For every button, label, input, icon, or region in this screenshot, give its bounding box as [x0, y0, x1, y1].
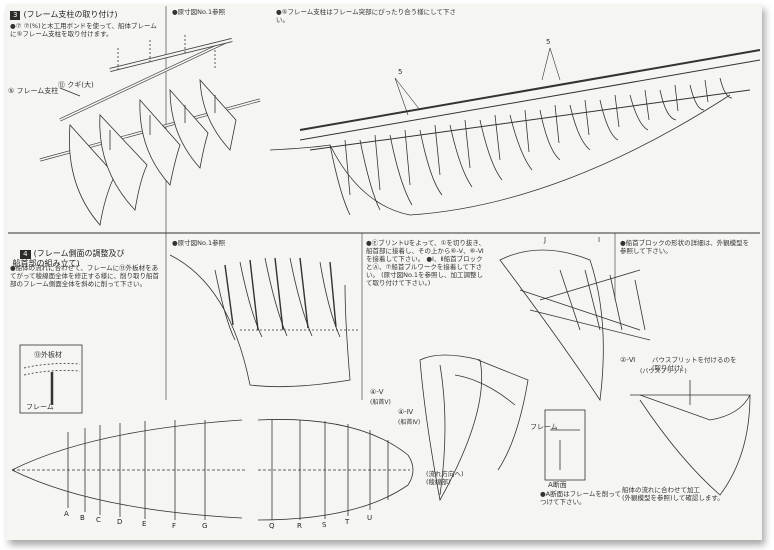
bowsprit-label: (バウスプリット): [640, 368, 687, 375]
bow-frame-diagram: [169, 254, 360, 388]
station-letter: F: [172, 522, 177, 530]
station-letter: G: [202, 522, 208, 530]
plank-detail-box: [19, 344, 83, 414]
step4-number: 4: [20, 250, 31, 259]
plank-label: ⑬外板材: [34, 351, 62, 359]
part-iv2-sub: (船首Ⅳ): [398, 419, 421, 426]
step4-note-right: ●船首ブロックの形状の詳細は、外観模型を参照して下さい。: [620, 239, 750, 255]
part-vi-label: ②-Ⅵ: [620, 356, 636, 364]
a-section-note: ●A断面はフレームを削って つけて下さい。: [540, 490, 622, 506]
station-letter: R: [297, 522, 302, 530]
bottom-right-note: 船体の流れに合わせて加工 (外観模型を参照)して確認します。: [622, 486, 724, 502]
callout-5-left: 5: [398, 68, 403, 76]
station-letter: S: [322, 521, 327, 529]
station-letter: A: [64, 510, 69, 518]
bottom-center-note: (流れ方向へ) (稜線部): [426, 470, 464, 486]
part-iv-label: ④-Ⅴ: [370, 388, 384, 396]
step3-frame-diagram: [39, 35, 261, 226]
station-letter: U: [367, 514, 373, 522]
a-section-label: A断面: [548, 481, 567, 489]
station-letter: C: [96, 516, 101, 524]
step3-note-right: ●⑤フレーム支柱はフレーム突部にぴったり合う様にして下さい。: [276, 8, 456, 24]
step3-number: 3: [10, 11, 21, 20]
step4-note-center: ●ⒺブリントUをよって、①を切り抜き、船首部に接着し、その上から⑥-Ⅴ、⑥-Ⅵを…: [366, 239, 485, 287]
step3-hull-diagram: [269, 47, 761, 216]
plan-view-right: [257, 419, 414, 521]
callout-5-right: 5: [546, 38, 551, 46]
part-i-label: I: [598, 236, 601, 244]
bow-assembly-right: [630, 380, 751, 496]
station-letter: Q: [269, 522, 275, 530]
step4-note-mid: ●原寸図No.1参照: [172, 239, 226, 247]
frame-label: フレーム: [26, 403, 54, 411]
paper-page: [6, 4, 762, 540]
part-j-label: J: [544, 236, 547, 244]
nail-label: ⑫ クギ(大): [58, 81, 94, 89]
step4-title: (フレーム側面の調整及び 船首部の組み立て): [12, 249, 125, 268]
step4-heading: 4(フレーム側面の調整及び 船首部の組み立て): [10, 240, 125, 277]
station-letter: E: [142, 520, 147, 528]
frame-support-label: ⑤ フレーム支柱: [8, 87, 59, 95]
frame-label-2: フレーム: [530, 423, 558, 431]
step3-title: (フレーム支柱の取り付け): [23, 10, 118, 19]
station-letter: T: [345, 518, 350, 526]
plan-view-left: [11, 419, 245, 520]
station-letter: D: [117, 518, 123, 526]
bow-assembly-center: [419, 354, 586, 502]
part-iv2-label: ④-Ⅳ: [398, 408, 414, 416]
step4-instruction: ●船体の流れに合わせて、フレームに⑬外板材をあてがって稜線面全体を修正する様に、…: [10, 264, 159, 288]
step3-instruction: ●⑦ ⑦(%)と木工用ボンドを使って、船体ブレームに⑤フレーム支柱を取り付けます…: [10, 22, 157, 38]
step3-note-top: ●原寸図No.1参照: [172, 8, 226, 16]
part-iv-sub: (船首Ⅴ): [370, 399, 391, 406]
step3-heading: 3(フレーム支柱の取り付け): [10, 10, 117, 20]
bowsprit-note: バウスプリットを付けるのを (取り付け): [652, 356, 737, 372]
bow-assembly-top: [499, 249, 651, 402]
station-letter: B: [80, 514, 85, 522]
